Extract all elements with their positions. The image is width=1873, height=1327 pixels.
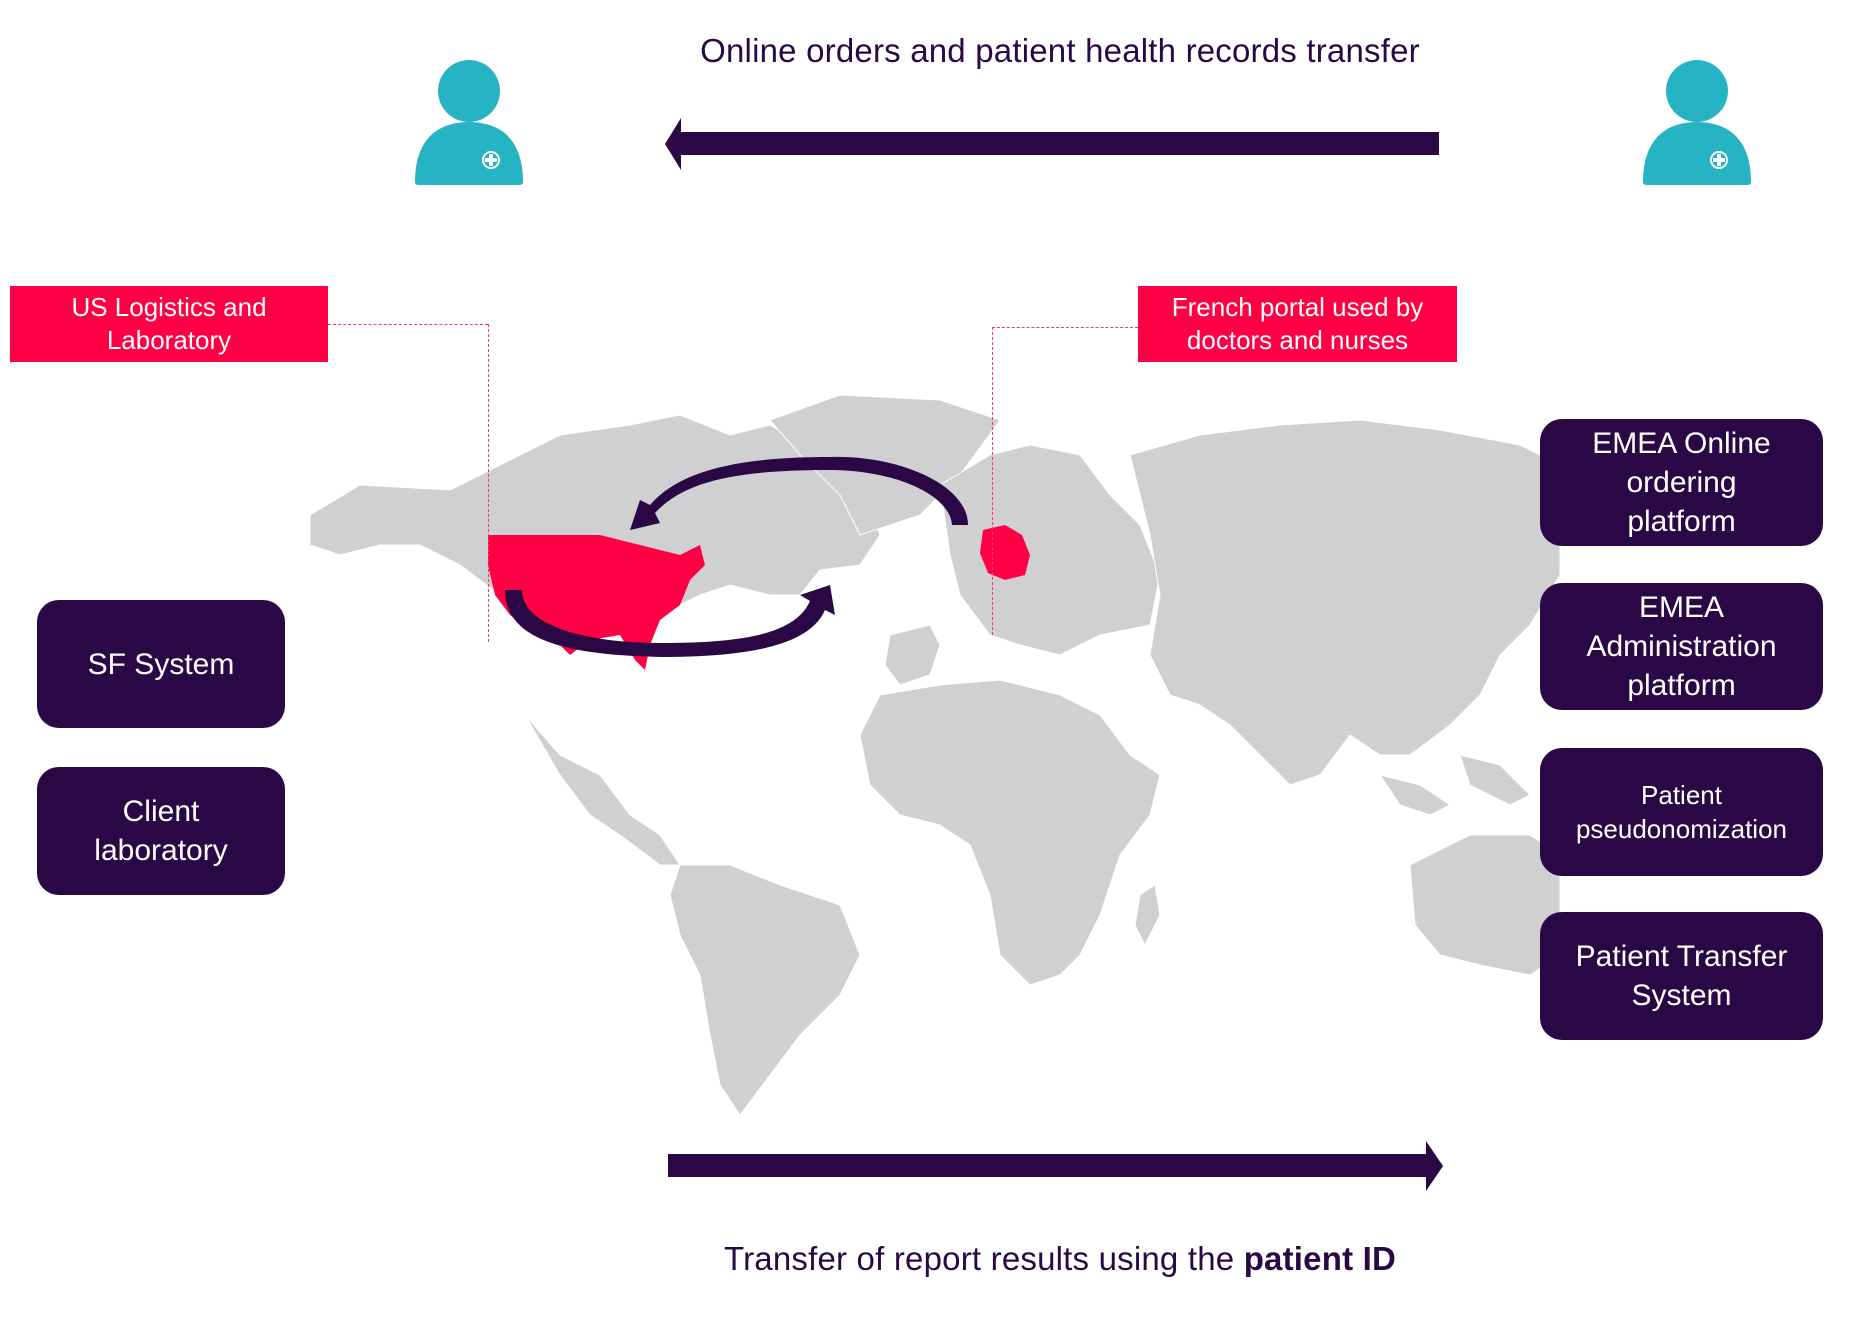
fr-connector-line xyxy=(992,327,1138,328)
pseudo-line-1: Patient xyxy=(1641,780,1722,810)
us-logistics-label: US Logistics and Laboratory xyxy=(10,286,328,362)
asia-shape xyxy=(1129,419,1560,786)
world-map xyxy=(309,395,1560,1115)
french-portal-label: French portal used by doctors and nurses xyxy=(1138,286,1457,362)
fr-label-line-1: French portal used by xyxy=(1171,292,1424,322)
emea-ordering-line-3: platform xyxy=(1627,505,1736,538)
bottom-title-text: Transfer of report results using the xyxy=(723,1240,1244,1277)
pseudo-line-2: pseudonomization xyxy=(1575,814,1788,844)
us-connector-line xyxy=(328,324,488,325)
doctor-icon xyxy=(415,60,523,185)
emea-admin-line-1: EMEA xyxy=(1638,591,1725,624)
africa-shape xyxy=(859,679,1161,986)
bottom-title-bold: patient ID xyxy=(1243,1240,1397,1277)
emea-ordering-line-2: ordering xyxy=(1626,466,1737,499)
fr-label-line-2: doctors and nurses xyxy=(1186,325,1409,355)
client-lab-line-2: laboratory xyxy=(94,834,228,867)
usa-highlight xyxy=(488,535,705,670)
europe-shape xyxy=(939,444,1161,656)
emea-admin-line-2: Administration xyxy=(1586,630,1777,663)
south-america-shape xyxy=(669,864,861,1115)
us-connector-line-vertical xyxy=(488,324,489,642)
iberia-shape xyxy=(884,624,941,686)
emea-administration-box: EMEA Administration platform xyxy=(1540,583,1823,710)
patient-transfer-system-box: Patient Transfer System xyxy=(1540,912,1823,1040)
client-lab-line-1: Client xyxy=(122,795,200,828)
transfer-line-2: System xyxy=(1631,979,1732,1012)
patient-pseudonomization-box: Patient pseudonomization xyxy=(1540,748,1823,876)
us-label-line-2: Laboratory xyxy=(106,325,232,355)
australia-shape xyxy=(1409,834,1560,976)
right-arrow-icon xyxy=(668,1141,1443,1191)
sf-system-label: SF System xyxy=(87,647,235,681)
us-label-line-1: US Logistics and xyxy=(71,292,267,322)
sf-system-box: SF System xyxy=(37,600,285,728)
emea-admin-line-3: platform xyxy=(1627,669,1736,702)
central-america-shape xyxy=(524,714,681,866)
doctor-icon xyxy=(1643,60,1751,185)
top-flow-title: Online orders and patient health records… xyxy=(700,32,1420,69)
transfer-line-1: Patient Transfer xyxy=(1575,940,1788,973)
upper-curved-arrow-icon xyxy=(630,456,968,530)
fr-connector-line-vertical xyxy=(992,327,993,635)
client-laboratory-box: Client laboratory xyxy=(37,767,285,895)
left-arrow-icon xyxy=(665,118,1439,170)
emea-ordering-line-1: EMEA Online xyxy=(1592,427,1771,460)
bottom-flow-title: Transfer of report results using the pat… xyxy=(560,1240,1560,1278)
emea-online-ordering-box: EMEA Online ordering platform xyxy=(1540,419,1823,546)
lower-curved-arrow-icon xyxy=(505,585,835,657)
